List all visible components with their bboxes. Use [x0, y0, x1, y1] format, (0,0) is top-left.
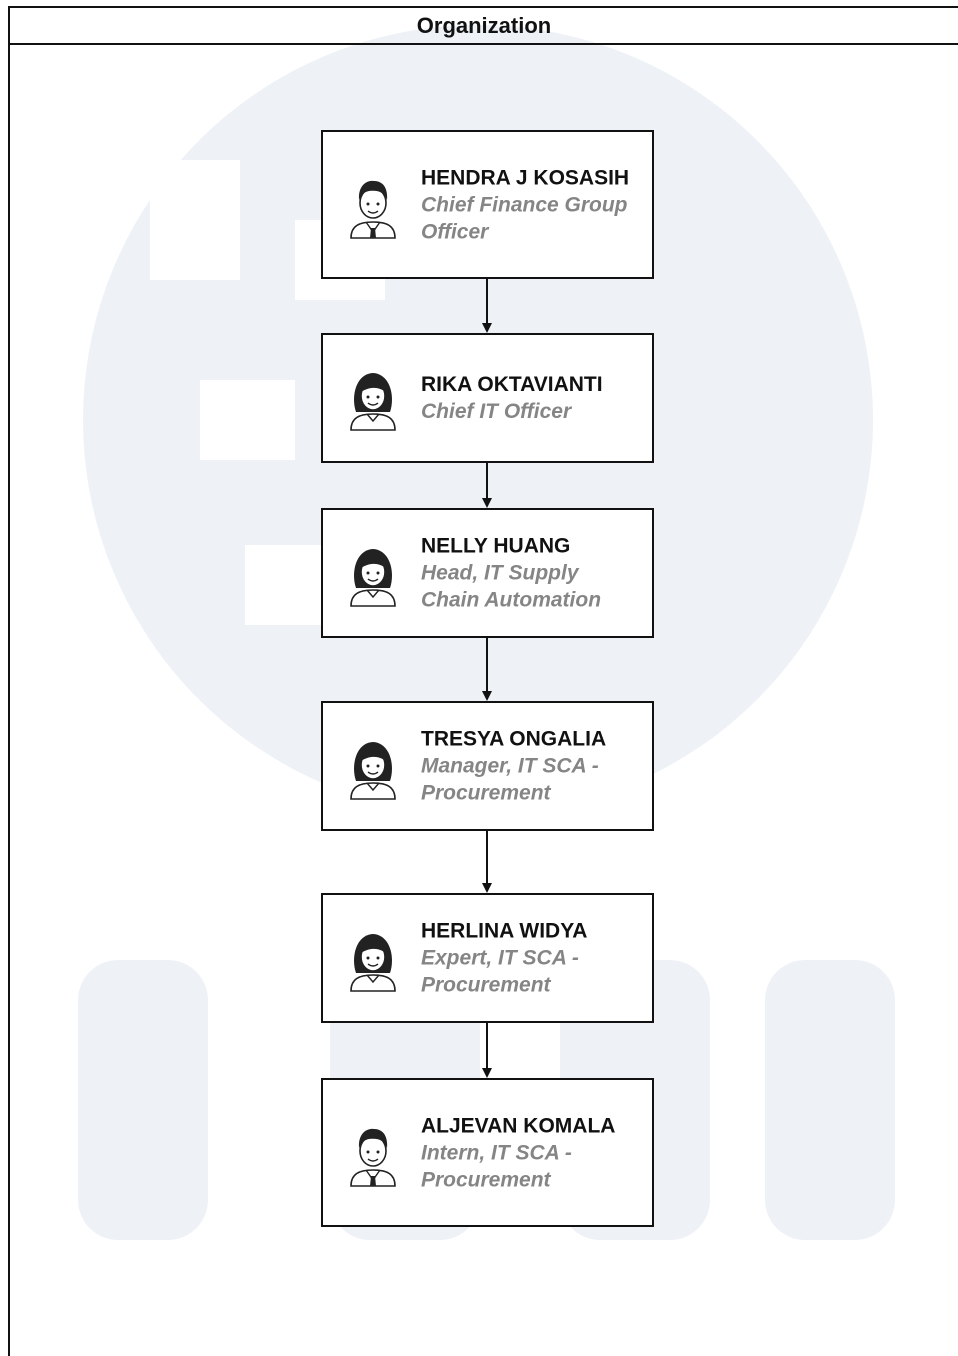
woman-avatar-icon	[350, 934, 396, 992]
person-role: Procurement	[421, 781, 551, 805]
node-text: NELLY HUANG Head, IT Supply Chain Automa…	[421, 533, 648, 614]
node-text: HENDRA J KOSASIH Chief Finance Group Off…	[421, 164, 648, 245]
org-node-nelly: NELLY HUANG Head, IT Supply Chain Automa…	[321, 508, 654, 638]
person-role: Expert, IT SCA -	[421, 946, 579, 970]
person-role: Chain Automation	[421, 588, 602, 612]
man-avatar-icon	[350, 180, 396, 239]
person-role: Manager, IT SCA -	[421, 754, 599, 778]
person-role: Head, IT Supply	[421, 561, 579, 585]
person-role: Procurement	[421, 1168, 551, 1191]
org-node-herlina: HERLINA WIDYA Expert, IT SCA - Procureme…	[321, 893, 654, 1023]
person-name: ALJEVAN KOMALA	[421, 1114, 616, 1137]
person-role: Officer	[421, 220, 489, 243]
node-text: RIKA OKTAVIANTI Chief IT Officer	[421, 371, 648, 425]
node-text: TRESYA ONGALIA Manager, IT SCA - Procure…	[421, 726, 648, 807]
person-role: Chief Finance Group	[421, 193, 628, 216]
person-name: HERLINA WIDYA	[421, 919, 588, 943]
person-role: Chief IT Officer	[421, 400, 572, 423]
woman-avatar-icon	[350, 549, 396, 607]
person-name: TRESYA ONGALIA	[421, 727, 607, 751]
woman-avatar-icon	[350, 742, 396, 800]
woman-avatar-icon	[350, 373, 396, 431]
diagram-title: Organization	[416, 12, 552, 38]
person-name: RIKA OKTAVIANTI	[421, 373, 603, 396]
person-name: NELLY HUANG	[421, 534, 571, 558]
org-node-tresya: TRESYA ONGALIA Manager, IT SCA - Procure…	[321, 701, 654, 831]
node-text: ALJEVAN KOMALA Intern, IT SCA - Procurem…	[421, 1112, 648, 1193]
org-node-hendra: HENDRA J KOSASIH Chief Finance Group Off…	[321, 130, 654, 279]
person-role: Procurement	[421, 973, 551, 997]
person-name: HENDRA J KOSASIH	[421, 166, 630, 189]
title-divider	[10, 43, 958, 45]
man-avatar-icon	[350, 1128, 396, 1187]
person-role: Intern, IT SCA -	[421, 1141, 572, 1164]
org-node-aljevan: ALJEVAN KOMALA Intern, IT SCA - Procurem…	[321, 1078, 654, 1227]
org-node-rika: RIKA OKTAVIANTI Chief IT Officer	[321, 333, 654, 463]
node-text: HERLINA WIDYA Expert, IT SCA - Procureme…	[421, 918, 648, 999]
diagram-frame	[8, 6, 958, 1356]
